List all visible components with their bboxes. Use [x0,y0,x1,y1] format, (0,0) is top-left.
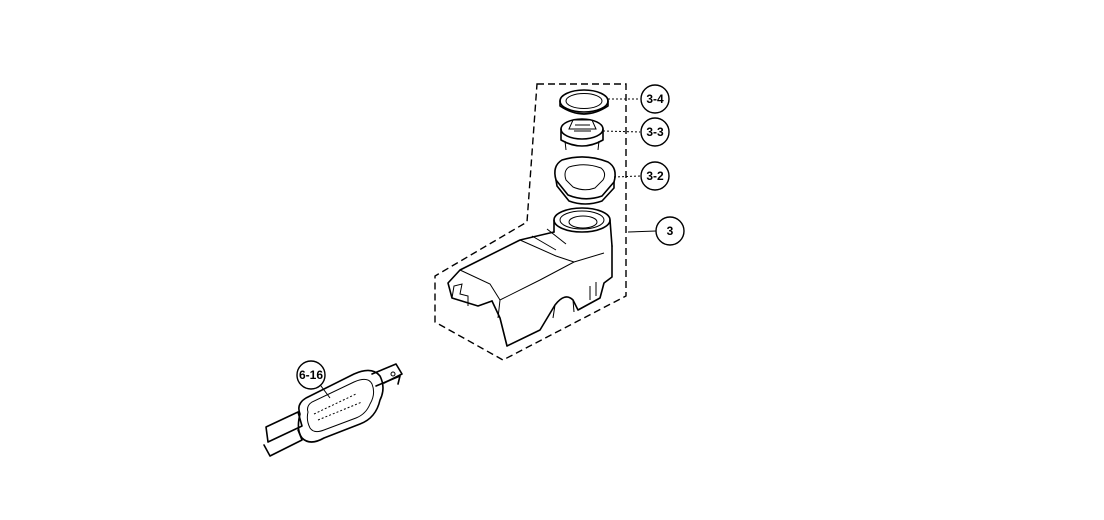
callout-3-label: 3 [667,224,674,238]
callout-3-3: 3-3 [640,117,670,147]
part-seal-ring [559,89,609,115]
part-handle [263,363,403,457]
callout-3-4: 3-4 [640,84,670,114]
part-cap [560,118,604,151]
part-collar [554,156,616,205]
assembly-boundary [434,83,627,361]
leader-3 [627,230,657,233]
callout-3-4-label: 3-4 [646,92,664,106]
callout-6-16-label: 6-16 [299,368,323,382]
part-housing [447,207,613,347]
leader-3-3 [602,130,641,133]
callout-6-16: 6-16 [296,360,326,390]
leader-3-2 [613,175,641,178]
callout-3-2: 3-2 [640,161,670,191]
callout-3-2-label: 3-2 [646,169,664,183]
callout-3-3-label: 3-3 [646,125,664,139]
callout-3: 3 [655,216,685,246]
